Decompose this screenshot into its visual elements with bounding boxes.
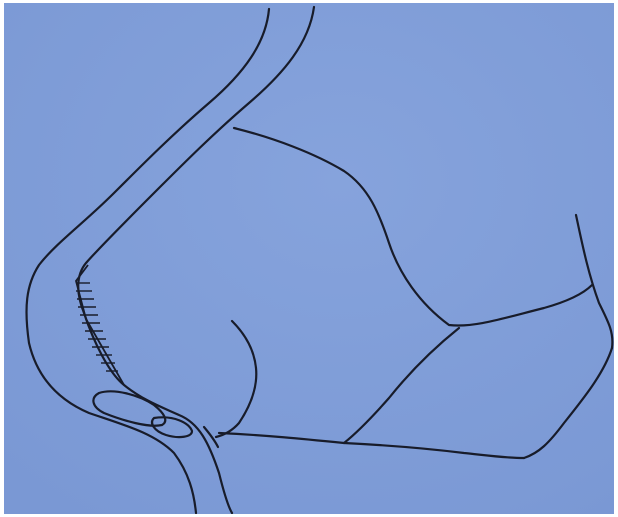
board-background xyxy=(4,3,614,514)
sketch-board xyxy=(4,3,614,514)
nose-profile-sketch xyxy=(4,3,614,514)
